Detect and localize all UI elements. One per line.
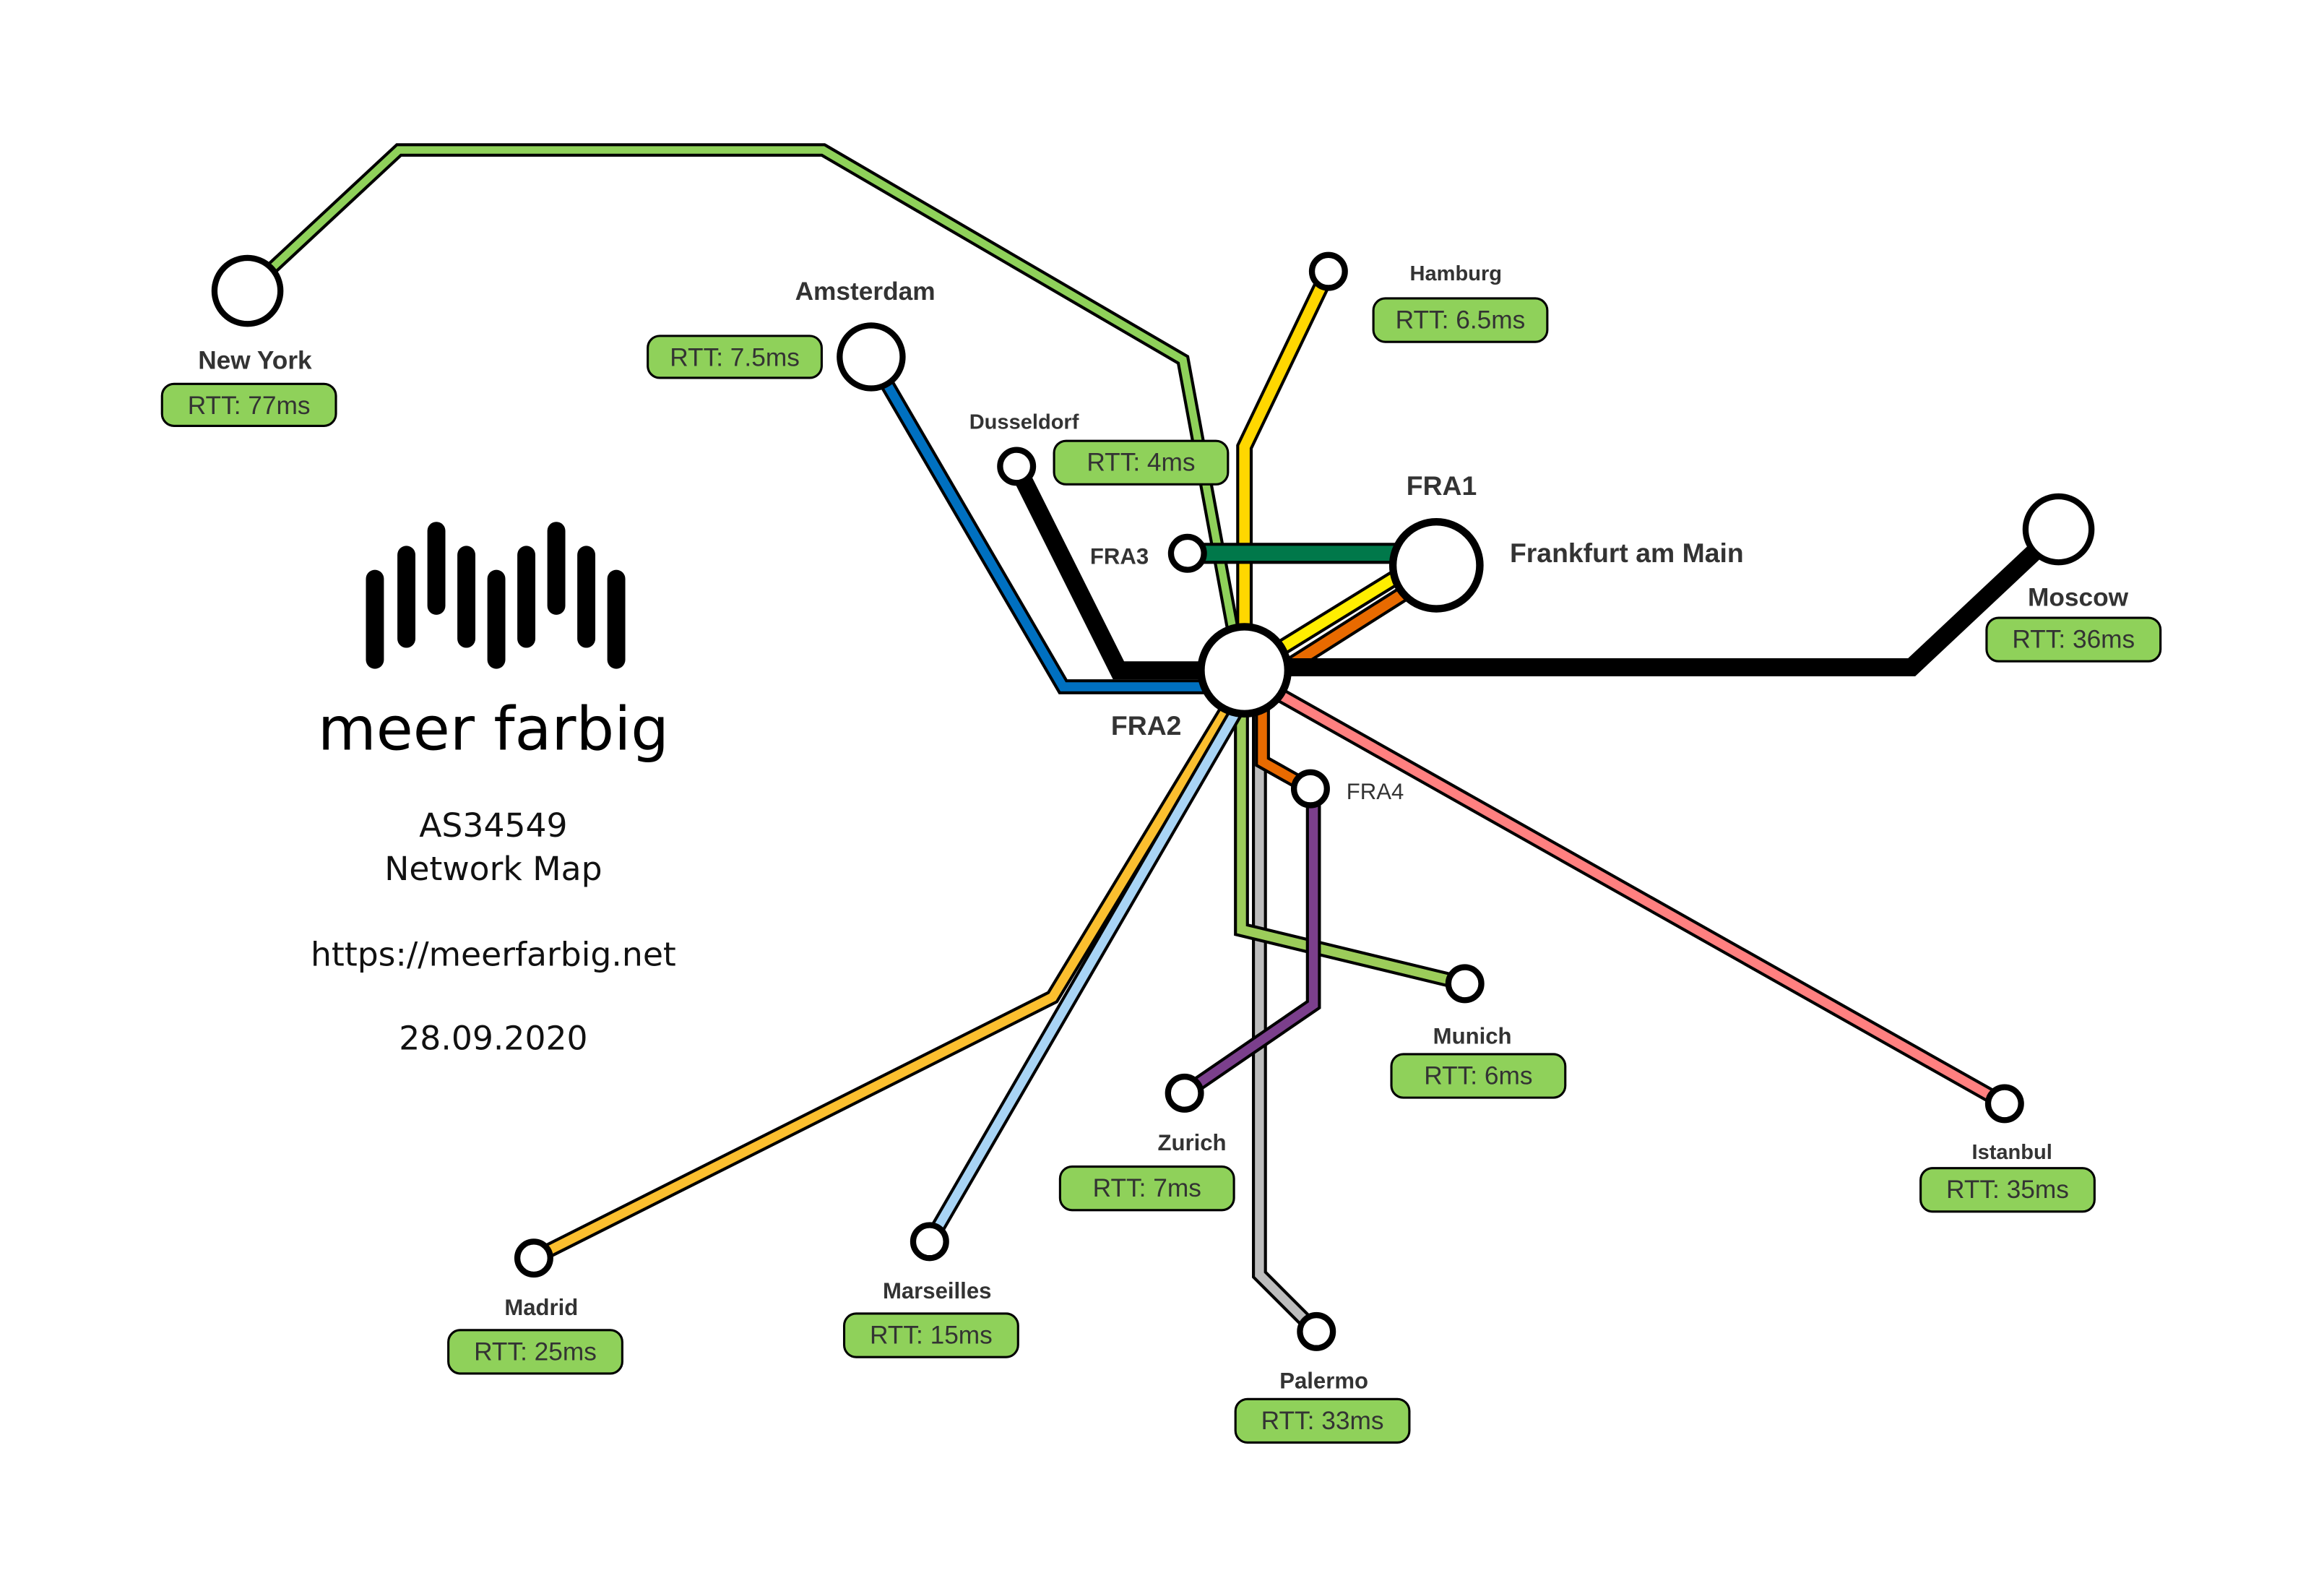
station-madrid[interactable] xyxy=(514,1238,553,1278)
svg-text:RTT: 6ms: RTT: 6ms xyxy=(1424,1061,1532,1090)
svg-text:Dusseldorf: Dusseldorf xyxy=(969,411,1079,434)
svg-text:RTT: 6.5ms: RTT: 6.5ms xyxy=(1396,306,1526,334)
svg-text:New York: New York xyxy=(198,347,312,375)
station-dusseldorf[interactable] xyxy=(997,447,1037,486)
station-fra1[interactable] xyxy=(1388,518,1484,613)
dest-new-york: New York RTT: 77ms xyxy=(160,347,337,427)
station-new-york[interactable] xyxy=(211,254,284,327)
station-marseilles[interactable] xyxy=(910,1222,949,1262)
dest-istanbul: Istanbul RTT: 35ms xyxy=(1919,1141,2096,1213)
brand-name: meer farbig xyxy=(318,694,669,764)
dest-marseilles: Marseilles RTT: 15ms xyxy=(842,1278,1019,1358)
line-palermo xyxy=(1252,712,1322,1337)
svg-text:Madrid: Madrid xyxy=(504,1295,578,1320)
svg-text:RTT: 7ms: RTT: 7ms xyxy=(1093,1174,1201,1202)
svg-text:Marseilles: Marseilles xyxy=(883,1278,991,1303)
svg-text:RTT: 36ms: RTT: 36ms xyxy=(2012,626,2135,654)
dest-dusseldorf: Dusseldorf RTT: 4ms xyxy=(969,411,1230,486)
svg-text:Istanbul: Istanbul xyxy=(1972,1141,2052,1164)
dest-zurich: Zurich RTT: 7ms xyxy=(1058,1130,1235,1212)
dest-madrid: Madrid RTT: 25ms xyxy=(447,1295,623,1375)
station-zurich[interactable] xyxy=(1165,1073,1204,1113)
station-moscow[interactable] xyxy=(2022,493,2095,566)
station-fra3[interactable] xyxy=(1167,533,1207,573)
svg-text:RTT: 35ms: RTT: 35ms xyxy=(1946,1176,2069,1204)
asn: AS34549 xyxy=(419,806,567,845)
line-istanbul xyxy=(1240,668,2008,1111)
svg-text:Hamburg: Hamburg xyxy=(1410,262,1503,285)
svg-text:Amsterdam: Amsterdam xyxy=(795,277,936,306)
station-palermo[interactable] xyxy=(1297,1311,1336,1351)
svg-text:RTT: 7.5ms: RTT: 7.5ms xyxy=(670,343,800,371)
label-fra3: FRA3 xyxy=(1090,543,1149,569)
station-istanbul[interactable] xyxy=(1984,1084,2024,1124)
station-fra4[interactable] xyxy=(1290,769,1330,809)
svg-text:Palermo: Palermo xyxy=(1279,1369,1368,1394)
svg-text:RTT: 25ms: RTT: 25ms xyxy=(474,1337,597,1366)
line-zurich xyxy=(1180,788,1321,1100)
station-fra2[interactable] xyxy=(1197,623,1292,718)
map-date: 28.09.2020 xyxy=(399,1020,587,1058)
label-fra4: FRA4 xyxy=(1347,779,1404,804)
station-amsterdam[interactable] xyxy=(837,322,906,392)
svg-text:RTT: 33ms: RTT: 33ms xyxy=(1261,1407,1384,1435)
label-frankfurt: Frankfurt am Main xyxy=(1510,538,1744,568)
svg-text:RTT: 4ms: RTT: 4ms xyxy=(1087,449,1195,477)
line-new-york xyxy=(243,143,1245,661)
dest-munich: Munich RTT: 6ms xyxy=(1390,1023,1567,1099)
svg-text:Moscow: Moscow xyxy=(2028,583,2129,611)
dest-amsterdam: Amsterdam RTT: 7.5ms xyxy=(647,277,936,379)
line-amsterdam xyxy=(864,353,1245,694)
map-subtitle: Network Map xyxy=(384,850,602,888)
brand-logo-icon xyxy=(366,522,626,669)
dest-palermo: Palermo RTT: 33ms xyxy=(1234,1369,1411,1444)
svg-text:Munich: Munich xyxy=(1433,1023,1512,1048)
svg-text:RTT: 15ms: RTT: 15ms xyxy=(870,1321,993,1349)
dest-moscow: Moscow RTT: 36ms xyxy=(1985,583,2162,663)
line-moscow xyxy=(1244,522,2065,676)
line-marseilles xyxy=(923,704,1245,1246)
svg-text:Zurich: Zurich xyxy=(1157,1130,1226,1155)
label-fra1: FRA1 xyxy=(1407,470,1477,501)
website-link[interactable]: https://meerfarbig.net xyxy=(311,935,676,973)
line-munich xyxy=(1234,704,1467,991)
svg-text:RTT: 77ms: RTT: 77ms xyxy=(188,392,311,420)
label-fra2: FRA2 xyxy=(1111,710,1182,741)
station-hamburg[interactable] xyxy=(1308,251,1348,291)
dest-hamburg: Hamburg RTT: 6.5ms xyxy=(1372,262,1549,343)
line-hamburg xyxy=(1236,267,1336,660)
station-munich[interactable] xyxy=(1445,964,1485,1004)
line-madrid xyxy=(530,701,1236,1265)
